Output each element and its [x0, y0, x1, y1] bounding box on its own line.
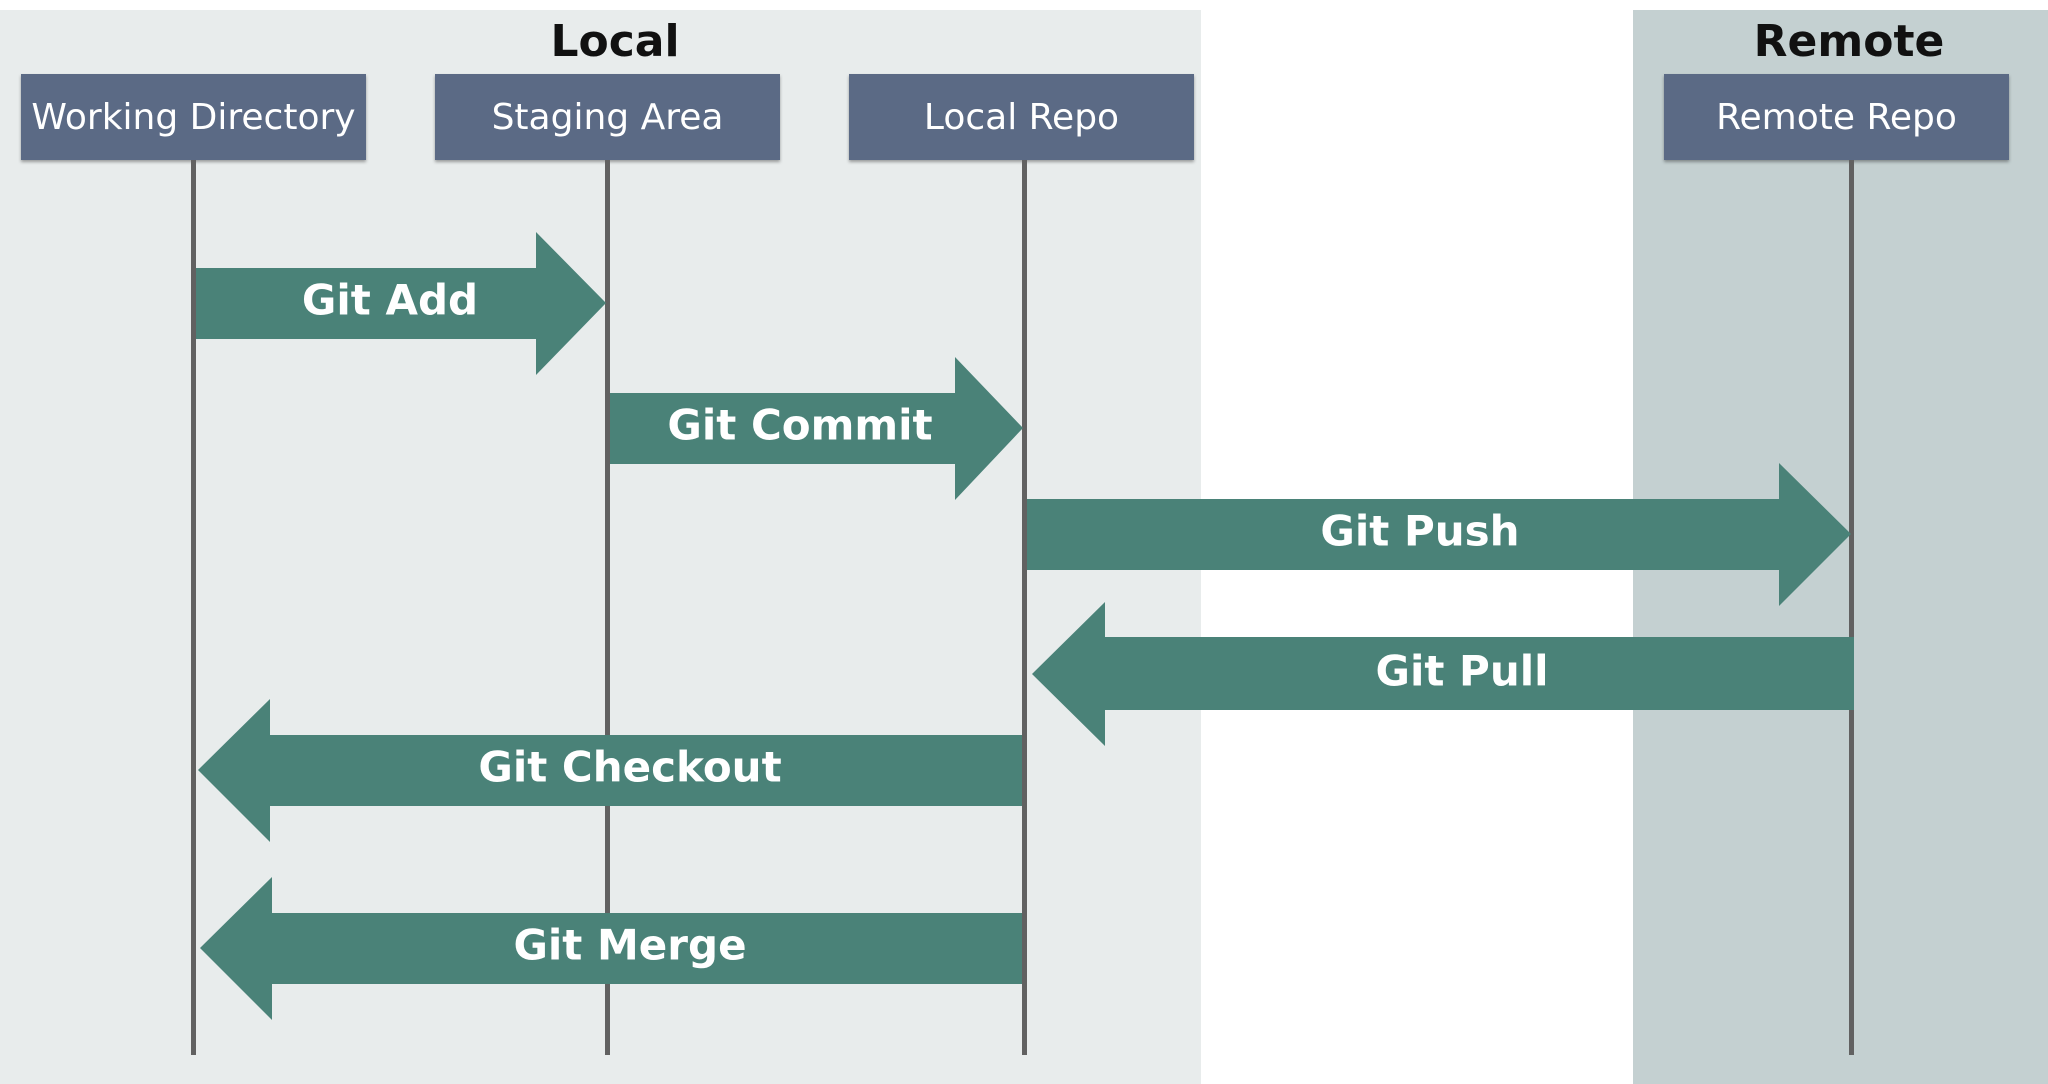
arrow-git-pull-label: Git Pull	[1375, 647, 1548, 696]
arrow-git-add: Git Add	[196, 232, 606, 375]
local-zone-title: Local	[550, 16, 680, 67]
arrow-git-add-label: Git Add	[302, 276, 478, 325]
remote-zone-title: Remote	[1753, 16, 1945, 67]
arrow-git-push-label: Git Push	[1320, 507, 1519, 556]
stage-box-working-directory: Working Directory	[21, 74, 366, 160]
arrow-git-pull: Git Pull	[1032, 602, 1854, 746]
arrow-git-merge: Git Merge	[200, 877, 1022, 1020]
arrow-git-push: Git Push	[1027, 463, 1851, 606]
arrow-git-merge-shape	[200, 877, 1022, 1020]
local-zone: Local	[0, 10, 1201, 1084]
arrow-git-checkout-shape	[198, 699, 1022, 842]
lifeline-working-directory	[191, 160, 196, 1055]
arrow-git-commit: Git Commit	[610, 357, 1023, 500]
stage-box-staging-area: Staging Area	[435, 74, 780, 160]
arrow-git-checkout: Git Checkout	[198, 699, 1022, 842]
lifeline-local-repo	[1022, 160, 1027, 1055]
lifeline-staging-area	[605, 160, 610, 1055]
arrow-git-push-shape	[1027, 463, 1851, 606]
arrow-git-merge-label: Git Merge	[513, 921, 746, 970]
stage-box-local-repo: Local Repo	[849, 74, 1194, 160]
stage-box-remote-repo: Remote Repo	[1664, 74, 2009, 160]
arrow-git-commit-label: Git Commit	[667, 401, 932, 450]
arrow-git-commit-shape	[610, 357, 1023, 500]
arrow-git-add-shape	[196, 232, 606, 375]
arrow-git-checkout-label: Git Checkout	[478, 743, 781, 792]
arrow-git-pull-shape	[1032, 602, 1854, 746]
lifeline-remote-repo	[1849, 160, 1854, 1055]
